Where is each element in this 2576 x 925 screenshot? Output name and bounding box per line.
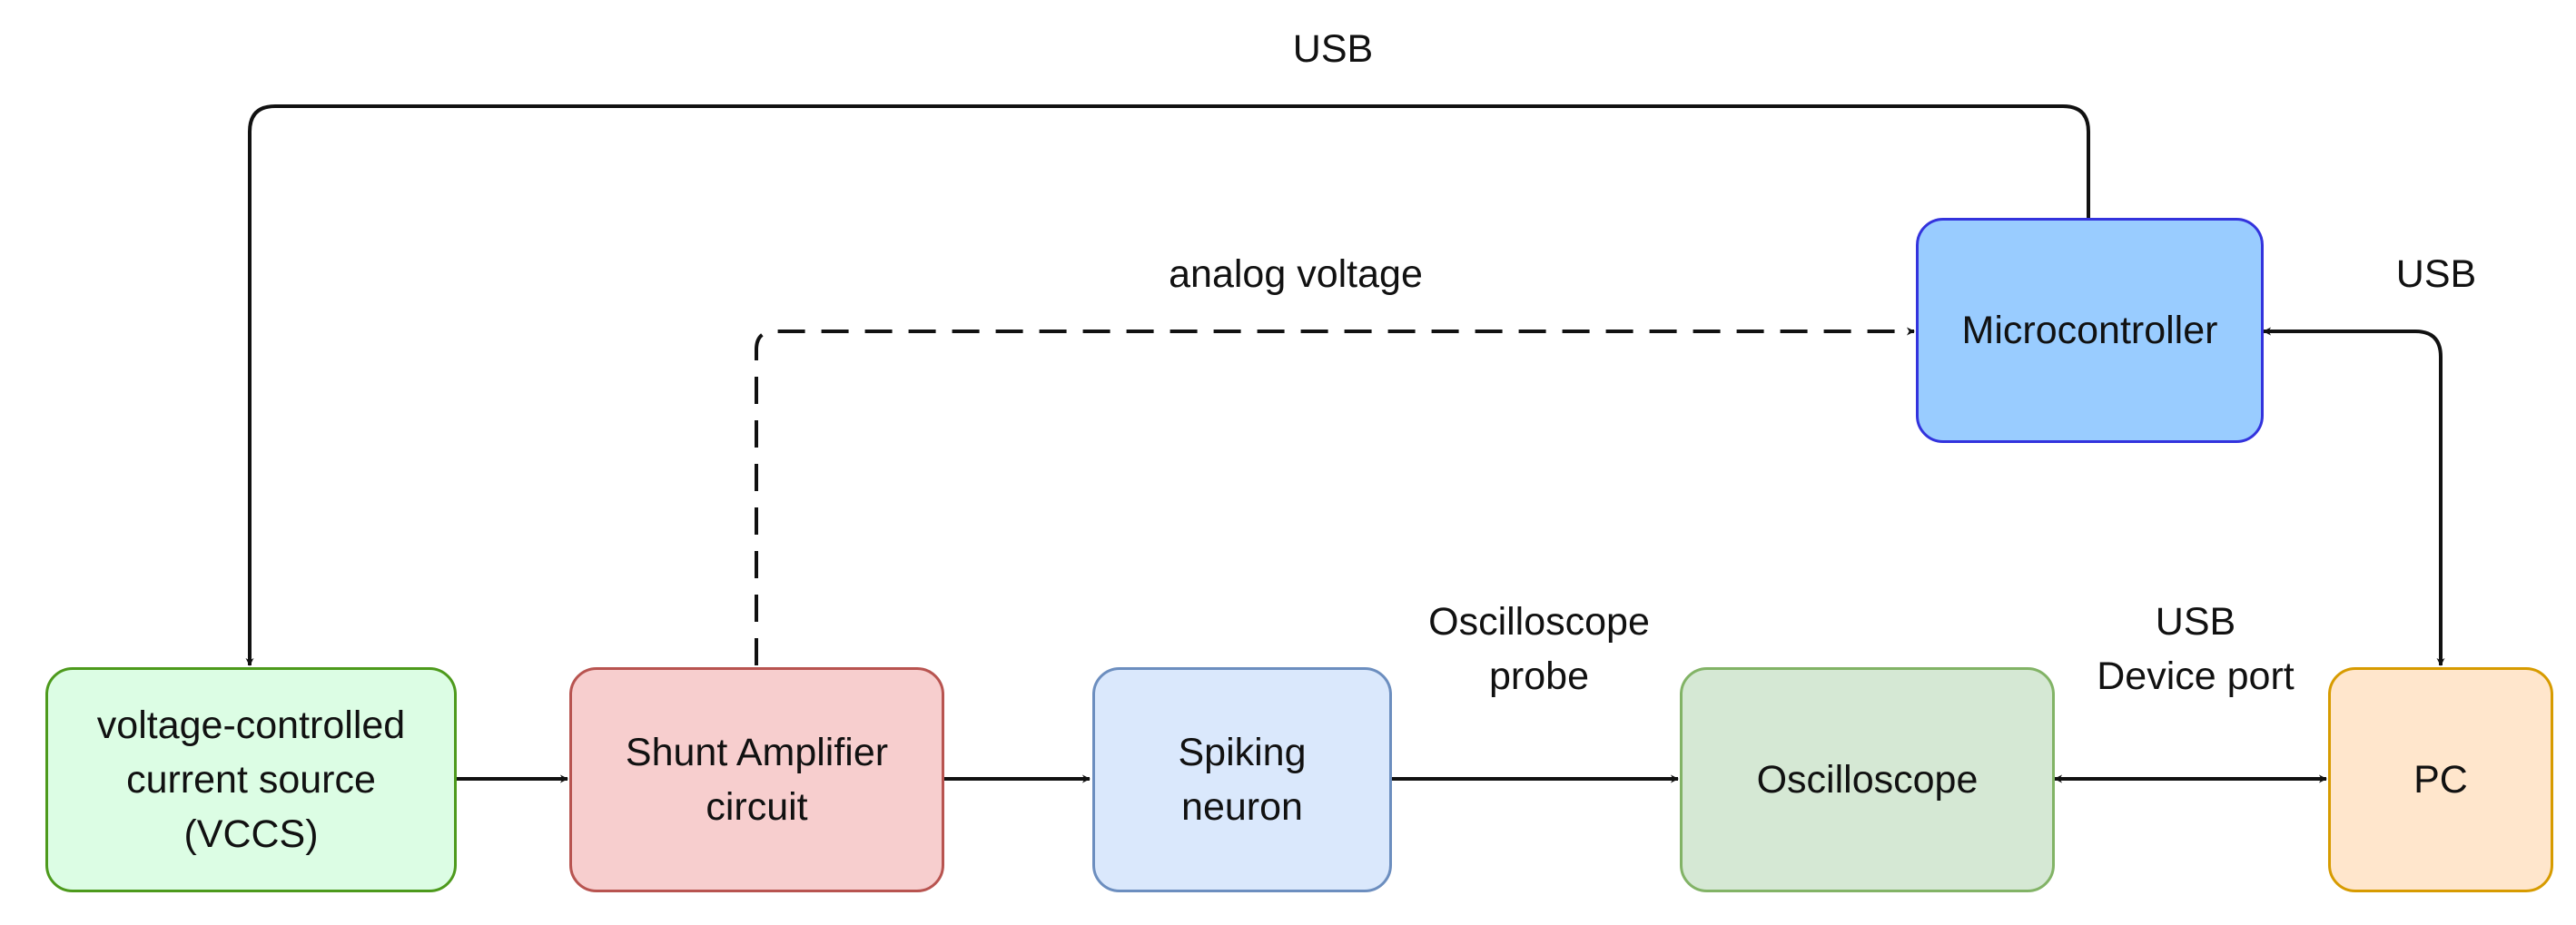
- node-shunt-amplifier[interactable]: Shunt Amplifier circuit: [569, 667, 944, 892]
- edge-microcontroller-pc: [2263, 327, 2445, 666]
- edge-label-analog-voltage: analog voltage: [1169, 252, 1423, 296]
- node-microcontroller-label: Microcontroller: [1961, 309, 2218, 352]
- edge-label-usb-top: USB: [1292, 27, 1374, 71]
- edge-shunt-to-microcontroller: [755, 327, 1915, 665]
- edge-microcontroller-to-vccs: [245, 104, 2090, 666]
- edge-label-usb-right: USB: [2395, 252, 2477, 296]
- node-oscilloscope-label: Oscilloscope: [1756, 758, 1979, 802]
- node-oscilloscope[interactable]: Oscilloscope: [1680, 667, 2055, 892]
- node-pc[interactable]: PC: [2328, 667, 2553, 892]
- node-spiking-neuron[interactable]: Spiking neuron: [1092, 667, 1392, 892]
- node-microcontroller[interactable]: Microcontroller: [1916, 218, 2264, 443]
- edge-label-usb-device-port: USB Device port: [2097, 600, 2295, 698]
- edge-label-oscilloscope-probe: Oscilloscope probe: [1428, 600, 1650, 698]
- node-pc-label: PC: [2413, 758, 2468, 802]
- node-vccs-label: voltage-controlled current source (VCCS): [96, 704, 406, 856]
- node-shunt-amplifier-label: Shunt Amplifier circuit: [625, 731, 889, 829]
- node-spiking-neuron-label: Spiking neuron: [1178, 731, 1307, 829]
- node-vccs[interactable]: voltage-controlled current source (VCCS): [45, 667, 457, 892]
